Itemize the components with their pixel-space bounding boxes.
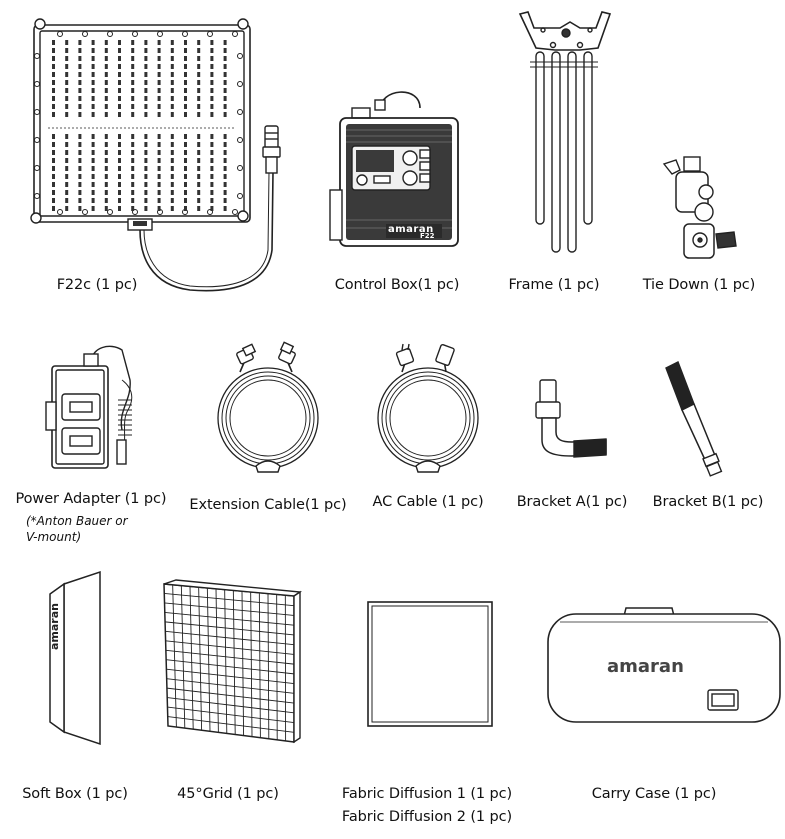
power-adapter-illustration [45,345,133,469]
caption-carry-case: Carry Case (1 pc) [591,786,717,802]
caption-fabric-diffusion-2: Fabric Diffusion 2 (1 pc) [341,809,513,825]
fabric-diffusion-illustration [367,601,493,727]
frame-illustration [518,11,612,253]
carry-case-illustration [547,607,781,723]
softbox-logo: amaran [48,603,61,650]
caption-ac-cable: AC Cable (1 pc) [372,494,484,510]
caption-bracket-a: Bracket A(1 pc) [516,494,628,510]
caption-tie-down: Tie Down (1 pc) [642,277,756,293]
ac-cable-illustration [377,343,479,473]
caption-frame: Frame (1 pc) [508,277,600,293]
caption-f22c: F22c (1 pc) [56,277,138,293]
grid-illustration [163,579,303,744]
tie-down-illustration [662,156,737,259]
power-adapter-note-line1: (*Anton Bauer or [26,514,128,528]
extension-cable-illustration [217,341,319,473]
power-adapter-note-line2: V-mount) [26,530,82,544]
bracket-b-illustration [665,361,723,477]
control-box-logo: amaran [388,224,434,235]
caption-bracket-b: Bracket B(1 pc) [652,494,764,510]
control-box-model: F22 [420,232,435,240]
caption-power-adapter: Power Adapter (1 pc) [15,491,167,507]
caption-extension-cable: Extension Cable(1 pc) [189,497,347,513]
caption-control-box: Control Box(1 pc) [334,277,460,293]
caption-grid: 45°Grid (1 pc) [177,786,279,802]
caption-fabric-diffusion-1: Fabric Diffusion 1 (1 pc) [341,786,513,802]
f22c-panel-illustration [30,18,281,292]
carry-case-logo: amaran [607,656,684,677]
bracket-a-illustration [535,379,607,458]
control-box-illustration [329,91,459,247]
softbox-illustration [49,570,101,746]
caption-softbox: Soft Box (1 pc) [22,786,128,802]
